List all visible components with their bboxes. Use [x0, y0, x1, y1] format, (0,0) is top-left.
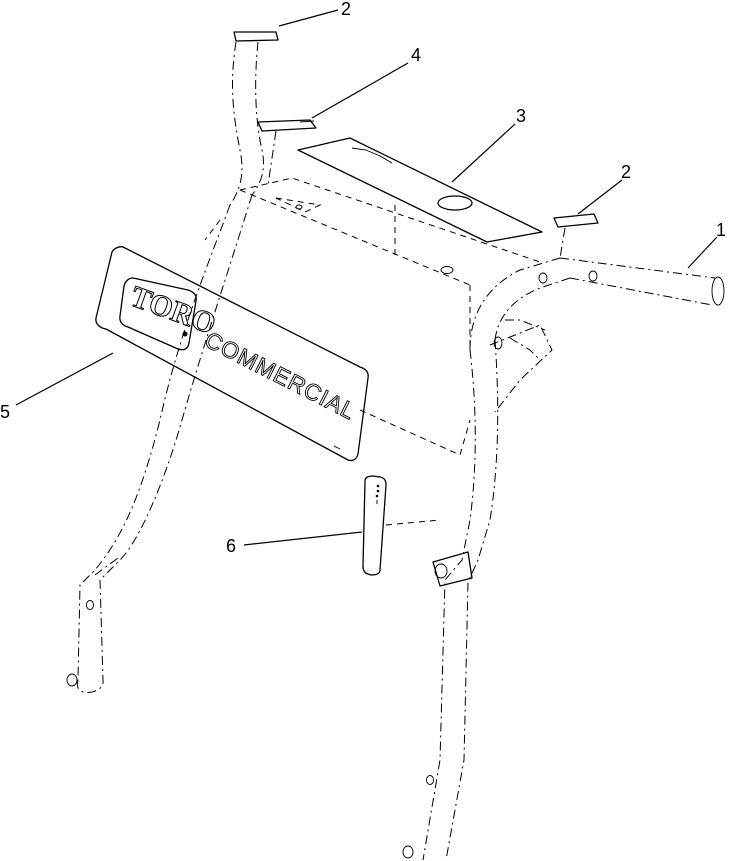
- leader-2b: [577, 179, 623, 215]
- callout-labels: 2 4 3 2 1 5 6: [0, 0, 726, 556]
- callout-3: 3: [516, 106, 526, 126]
- callout-2a: 2: [341, 0, 351, 19]
- callout-6: 6: [226, 536, 236, 556]
- leader-4: [311, 62, 409, 119]
- decal-item-4: [257, 119, 317, 186]
- decal-item-3: [297, 137, 543, 243]
- callout-4: 4: [411, 45, 421, 65]
- handle-frame: [66, 41, 725, 861]
- leader-3: [451, 123, 516, 183]
- leader-2a: [278, 9, 339, 27]
- leader-5: [15, 352, 114, 406]
- leader-lines: [15, 9, 718, 546]
- callout-1: 1: [716, 220, 726, 240]
- callout-2b: 2: [621, 162, 631, 182]
- control-panel-outline: [204, 177, 541, 456]
- decal-item-5: TORO COMMERCIAL: [95, 246, 369, 462]
- leader-6: [243, 531, 363, 546]
- callout-5: 5: [0, 402, 10, 422]
- decal-item-2-left: [233, 31, 279, 42]
- decal-item-2-right: [553, 213, 599, 259]
- decal-item-6: [362, 475, 441, 576]
- leader-1: [687, 236, 718, 269]
- commercial-text: COMMERCIAL: [201, 326, 361, 424]
